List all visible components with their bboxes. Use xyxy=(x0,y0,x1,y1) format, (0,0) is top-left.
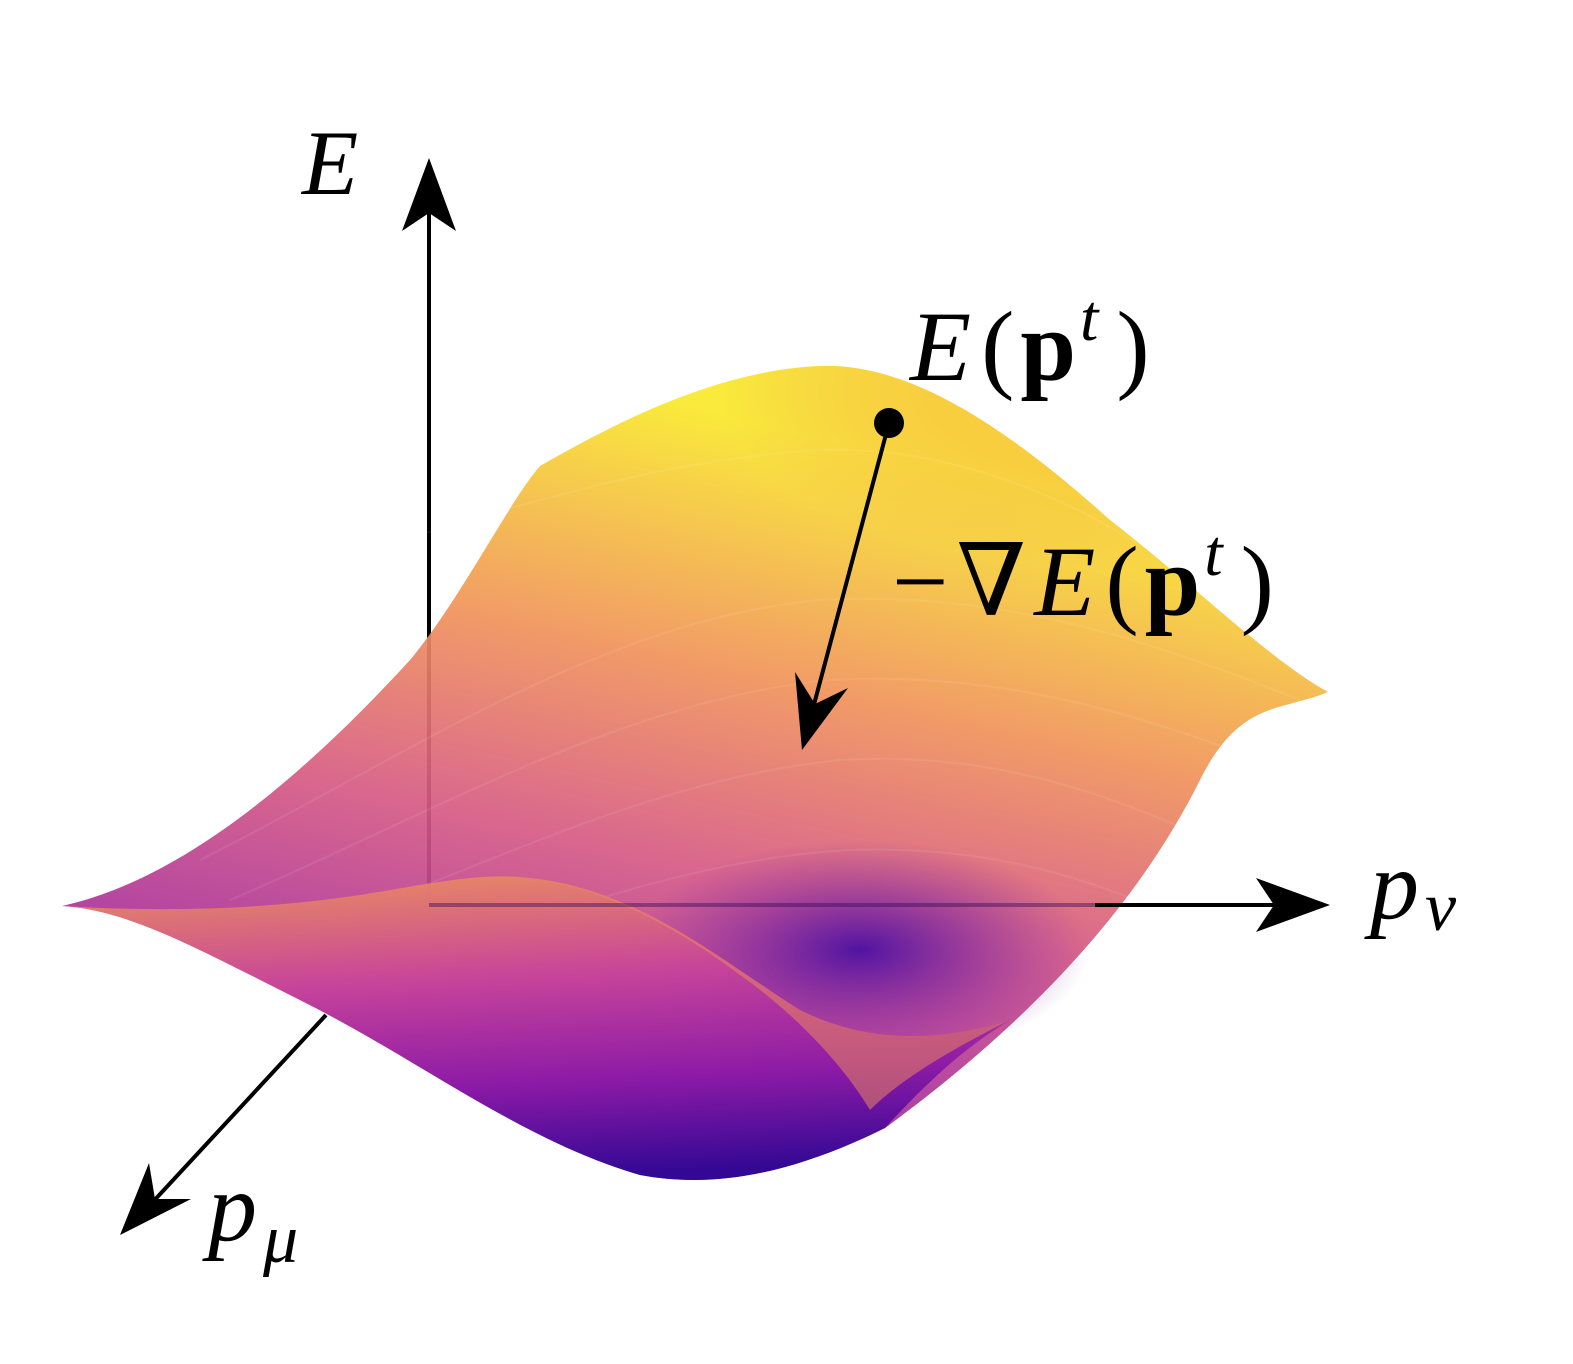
gradient-arrow-shaft xyxy=(810,422,891,713)
surface-summit-glow xyxy=(540,365,1328,692)
point-label: E(pt) xyxy=(908,282,1150,402)
gradient-arrow-arrowhead xyxy=(795,672,848,750)
gradient-label-sup: t xyxy=(1204,517,1224,590)
point-label-close: ) xyxy=(1116,291,1149,402)
current-point-marker xyxy=(874,408,904,438)
energy-surface xyxy=(62,365,1328,1180)
depth-axis-label-sub: μ xyxy=(262,1201,298,1278)
depth-axis-line xyxy=(148,1013,328,1207)
horizontal-axis-label: pν xyxy=(1364,832,1457,946)
surface-front-ridge-highlight xyxy=(530,878,1010,1110)
gradient-label-vec: p xyxy=(1145,526,1201,637)
point-label-vec: p xyxy=(1020,291,1076,402)
point-label-open: ( xyxy=(981,291,1014,402)
depth-axis-arrowhead xyxy=(120,1163,191,1235)
gradient-label-open: ( xyxy=(1105,526,1138,637)
vertical-axis-label: E xyxy=(300,112,358,214)
depth-axis-label: pμ xyxy=(202,1154,298,1278)
gradient-arrow xyxy=(795,408,904,750)
gradient-label-func: E xyxy=(1032,526,1095,637)
point-label-sup: t xyxy=(1080,282,1100,355)
horizontal-axis xyxy=(429,878,1330,932)
gradient-label-minus: − xyxy=(892,526,948,637)
gradient-label: −∇E(pt) xyxy=(892,517,1274,637)
gradient-label-close: ) xyxy=(1241,526,1274,637)
horizontal-axis-arrowhead xyxy=(1256,878,1330,932)
horizontal-axis-label-sub: ν xyxy=(1425,869,1457,946)
depth-axis xyxy=(120,1013,328,1235)
point-label-func: E xyxy=(908,291,971,402)
gradient-label-nabla: ∇ xyxy=(956,526,1026,637)
vertical-axis-arrowhead xyxy=(402,158,456,231)
surface-front-fold xyxy=(62,876,1010,1180)
horizontal-axis-label-base: p xyxy=(1364,832,1419,940)
depth-axis-label-base: p xyxy=(202,1154,257,1262)
